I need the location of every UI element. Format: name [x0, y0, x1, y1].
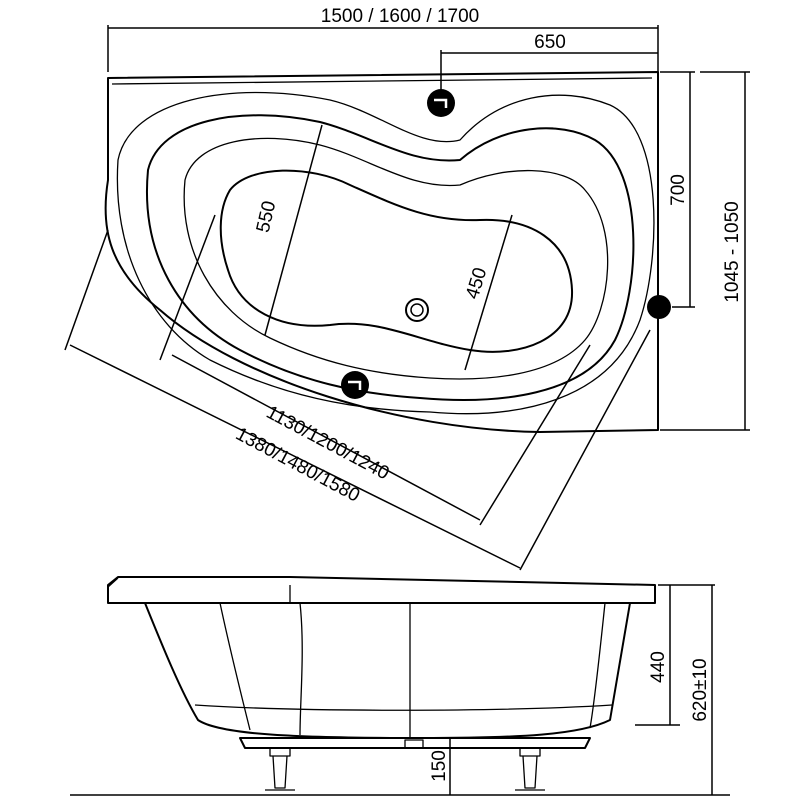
drain-offset-label: 650 — [534, 32, 566, 53]
leg-height-label: 150 — [429, 750, 450, 782]
legs — [265, 739, 545, 791]
top-dimension-lines — [64, 25, 750, 571]
side-dimension-lines — [449, 584, 715, 795]
side-view — [70, 576, 730, 796]
drain-hole — [405, 298, 429, 322]
side-rim — [107, 576, 656, 604]
bowl-inner — [183, 137, 609, 380]
total-height-label: 620±10 — [690, 658, 711, 721]
inner-depth-label: 440 — [648, 651, 669, 683]
dimension-labels: 1500 / 1600 / 1700 650 700 1045 - 1050 5… — [232, 6, 743, 782]
top-view — [104, 71, 671, 433]
overall-width-label: 1045 - 1050 — [722, 201, 743, 302]
overall-length-label: 1500 / 1600 / 1700 — [321, 6, 479, 27]
overflow-hole — [427, 89, 455, 117]
inner-width-head-label: 550 — [253, 199, 281, 235]
mixer-hole — [341, 371, 369, 399]
outer-rim — [104, 71, 659, 433]
tap-hole — [647, 295, 671, 319]
rim-edge — [111, 77, 653, 85]
basin-floor — [219, 169, 574, 353]
bowl-outer — [146, 114, 635, 401]
side-base — [239, 737, 591, 749]
side-body — [144, 602, 631, 739]
rim-contour — [116, 91, 655, 415]
drain-depth-label: 700 — [668, 174, 689, 206]
